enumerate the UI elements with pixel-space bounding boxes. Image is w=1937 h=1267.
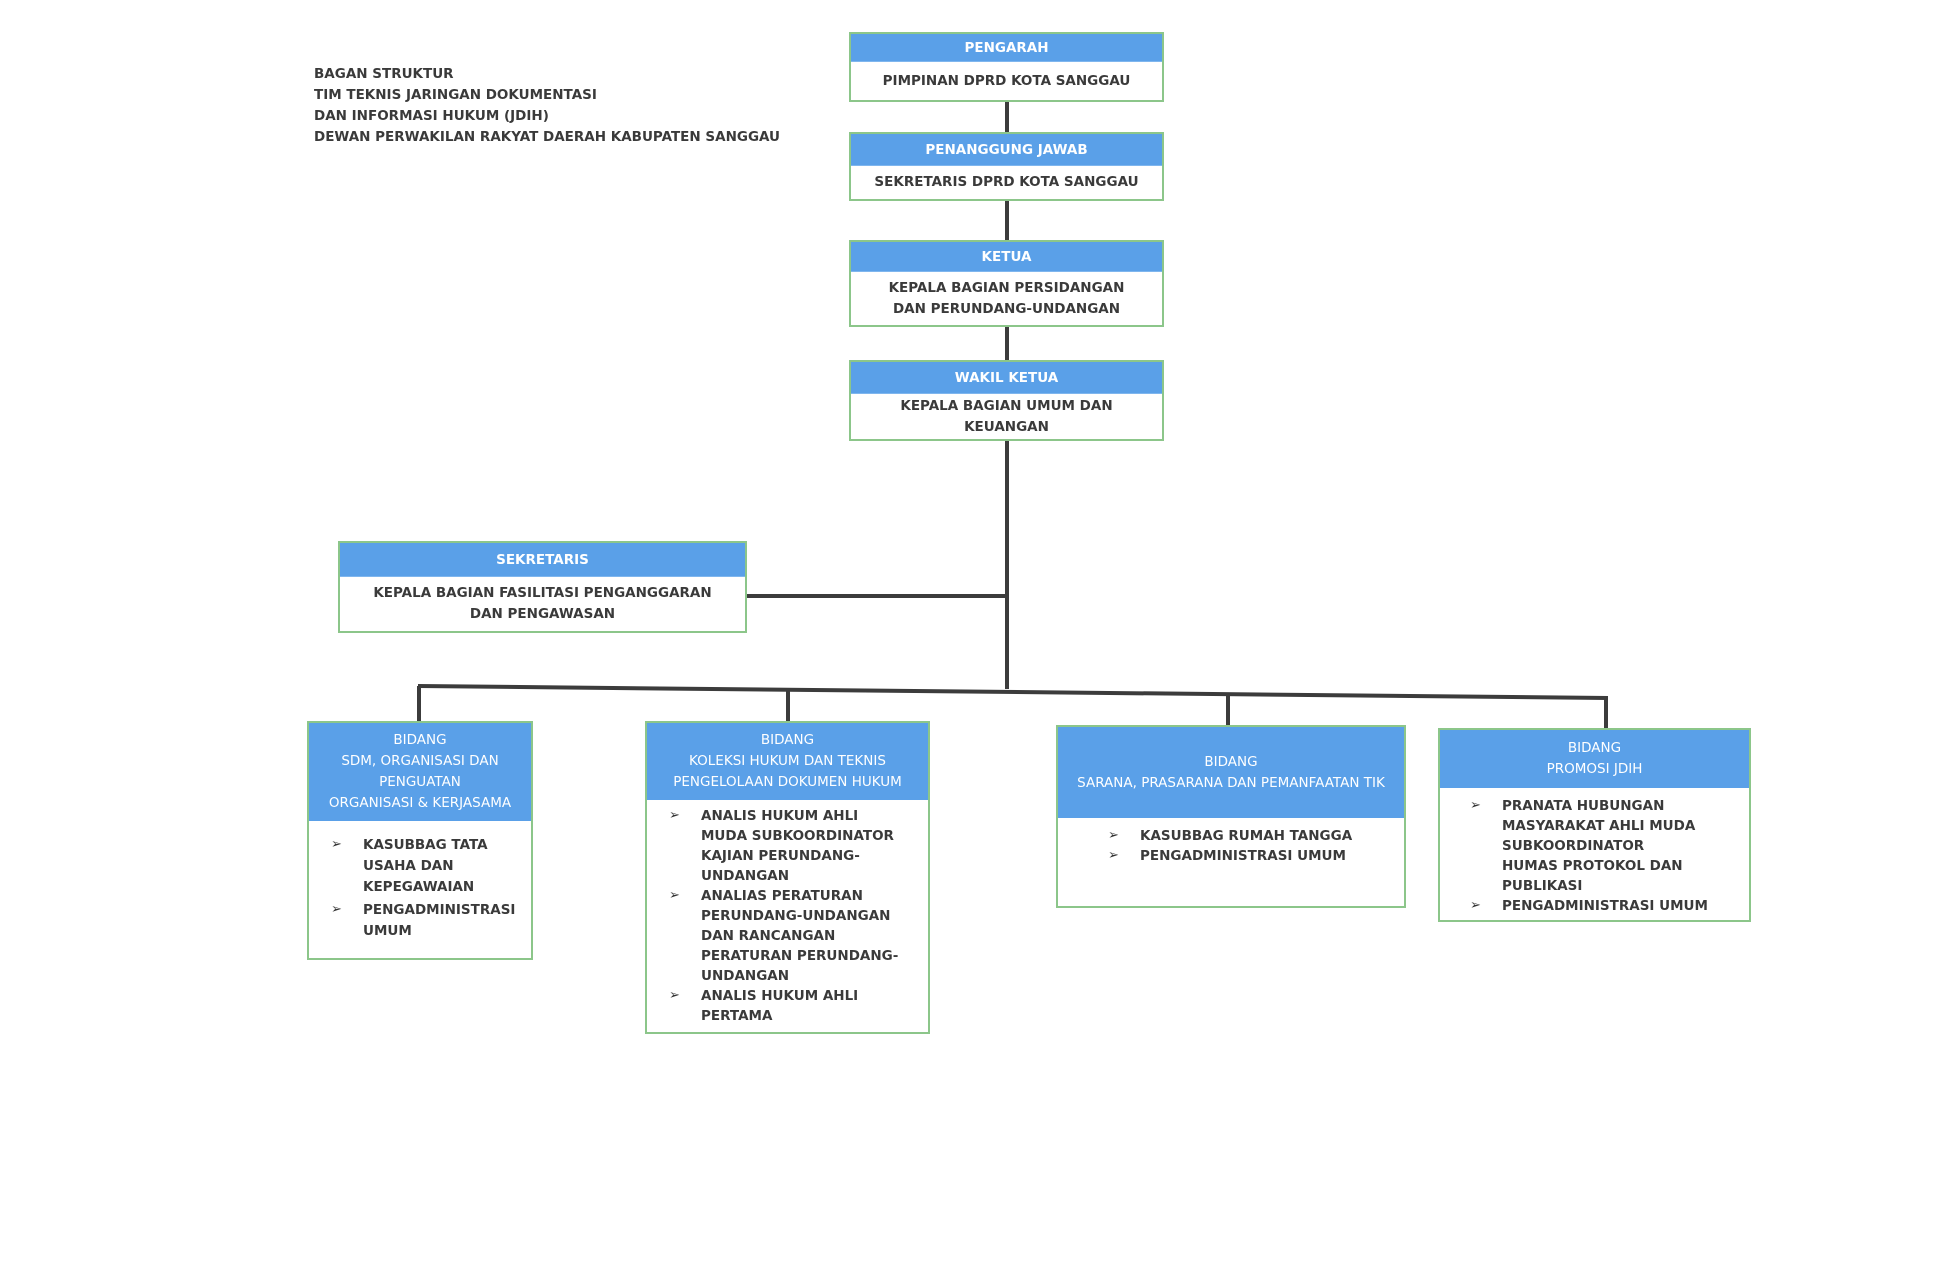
node-holder: KEPALA BAGIAN FASILITASI PENGANGGARAN DA…	[373, 585, 712, 622]
list-item: ➢ANALIS HUKUM AHLI MUDA SUBKOORDINATOR K…	[669, 808, 894, 884]
node-holder: KEPALA BAGIAN PERSIDANGAN DAN PERUNDANG-…	[888, 279, 1125, 317]
list-item: ➢ANALIAS PERATURAN PERUNDANG-UNDANGAN DA…	[669, 888, 899, 984]
list-item: ➢PENGADMINISTRASI UMUM	[331, 902, 516, 939]
bidang-promosi-jdih: BIDANG PROMOSI JDIH ➢PRANATA HUBUNGAN MA…	[1438, 728, 1751, 922]
arrow-bullet-icon: ➢	[331, 837, 342, 852]
bidang-items: ➢ANALIS HUKUM AHLI MUDA SUBKOORDINATOR K…	[647, 800, 928, 1034]
arrow-bullet-icon: ➢	[669, 888, 680, 903]
bidang-header-line: BIDANG	[1567, 740, 1622, 756]
arrow-bullet-icon: ➢	[1108, 848, 1119, 863]
title-line: TIM TEKNIS JARINGAN DOKUMENTASI	[314, 87, 597, 103]
arrow-bullet-icon: ➢	[669, 808, 680, 823]
arrow-bullet-icon: ➢	[1470, 898, 1481, 913]
bidang-header-line: BIDANG	[1204, 753, 1258, 770]
bidang-items: ➢KASUBBAG RUMAH TANGGA ➢PENGADMINISTRASI…	[1058, 818, 1404, 874]
connector-bidang-bus	[417, 684, 1609, 700]
node-holder: PIMPINAN DPRD KOTA SANGGAU	[882, 72, 1131, 89]
node-holder: KEPALA BAGIAN UMUM DAN KEUANGAN	[900, 397, 1113, 435]
chart-title: BAGAN STRUKTUR TIM TEKNIS JARINGAN DOKUM…	[314, 64, 780, 148]
node-role: PENGARAH	[851, 34, 1162, 62]
bidang-header-line: BIDANG	[760, 732, 815, 748]
node-wakil-ketua: WAKIL KETUA KEPALA BAGIAN UMUM DAN KEUAN…	[849, 360, 1164, 441]
bidang-header-line: KOLEKSI HUKUM DAN TEKNIS	[689, 753, 886, 769]
list-item: ➢KASUBBAG RUMAH TANGGA	[1108, 828, 1353, 844]
bidang-header: BIDANG SARANA, PRASARANA DAN PEMANFAATAN…	[1058, 727, 1404, 818]
node-role: SEKRETARIS	[340, 543, 745, 577]
bidang-header-line: BIDANG	[393, 732, 447, 748]
bidang-items: ➢KASUBBAG TATA USAHA DAN KEPEGAWAIAN ➢PE…	[309, 821, 531, 950]
title-line: BAGAN STRUKTUR	[314, 66, 454, 82]
list-item: ➢KASUBBAG TATA USAHA DAN KEPEGAWAIAN	[331, 837, 488, 895]
node-pengarah: PENGARAH PIMPINAN DPRD KOTA SANGGAU	[849, 32, 1164, 102]
bidang-header: BIDANG KOLEKSI HUKUM DAN TEKNIS PENGELOL…	[647, 723, 928, 800]
node-holder: SEKRETARIS DPRD KOTA SANGGAU	[874, 174, 1139, 190]
arrow-bullet-icon: ➢	[331, 902, 342, 917]
node-role: WAKIL KETUA	[851, 362, 1162, 394]
list-item: ➢ANALIS HUKUM AHLI PERTAMA	[669, 988, 859, 1024]
node-penanggung-jawab: PENANGGUNG JAWAB SEKRETARIS DPRD KOTA SA…	[849, 132, 1164, 201]
bidang-header-line: PENGELOLAAN DOKUMEN HUKUM	[673, 774, 902, 790]
bidang-header-line: PROMOSI JDIH	[1546, 761, 1643, 777]
title-line: DEWAN PERWAKILAN RAKYAT DAERAH KABUPATEN…	[314, 129, 781, 145]
bidang-header-line: PENGUATAN	[379, 774, 461, 790]
arrow-bullet-icon: ➢	[669, 988, 680, 1003]
list-item: ➢PRANATA HUBUNGAN MASYARAKAT AHLI MUDA S…	[1470, 798, 1696, 894]
title-line: DAN INFORMASI HUKUM (JDIH)	[314, 108, 549, 124]
bidang-sdm: BIDANG SDM, ORGANISASI DAN PENGUATAN ORG…	[307, 721, 533, 960]
bidang-sarana-prasarana: BIDANG SARANA, PRASARANA DAN PEMANFAATAN…	[1056, 725, 1406, 908]
list-item: ➢PENGADMINISTRASI UMUM	[1108, 848, 1346, 864]
arrow-bullet-icon: ➢	[1108, 828, 1119, 843]
bidang-header: BIDANG SDM, ORGANISASI DAN PENGUATAN ORG…	[309, 723, 531, 821]
arrow-bullet-icon: ➢	[1470, 798, 1481, 813]
bidang-koleksi-hukum: BIDANG KOLEKSI HUKUM DAN TEKNIS PENGELOL…	[645, 721, 930, 1034]
node-ketua: KETUA KEPALA BAGIAN PERSIDANGAN DAN PERU…	[849, 240, 1164, 327]
node-sekretaris: SEKRETARIS KEPALA BAGIAN FASILITASI PENG…	[338, 541, 747, 633]
node-role: PENANGGUNG JAWAB	[851, 134, 1162, 166]
bidang-header: BIDANG PROMOSI JDIH	[1440, 730, 1749, 788]
bidang-items: ➢PRANATA HUBUNGAN MASYARAKAT AHLI MUDA S…	[1440, 788, 1749, 924]
bidang-header-line: SDM, ORGANISASI DAN	[341, 753, 499, 769]
list-item: ➢PENGADMINISTRASI UMUM	[1470, 898, 1708, 914]
node-role: KETUA	[851, 242, 1162, 272]
bidang-header-line: SARANA, PRASARANA DAN PEMANFAATAN TIK	[1077, 774, 1385, 791]
bidang-header-line: ORGANISASI & KERJASAMA	[328, 795, 512, 811]
